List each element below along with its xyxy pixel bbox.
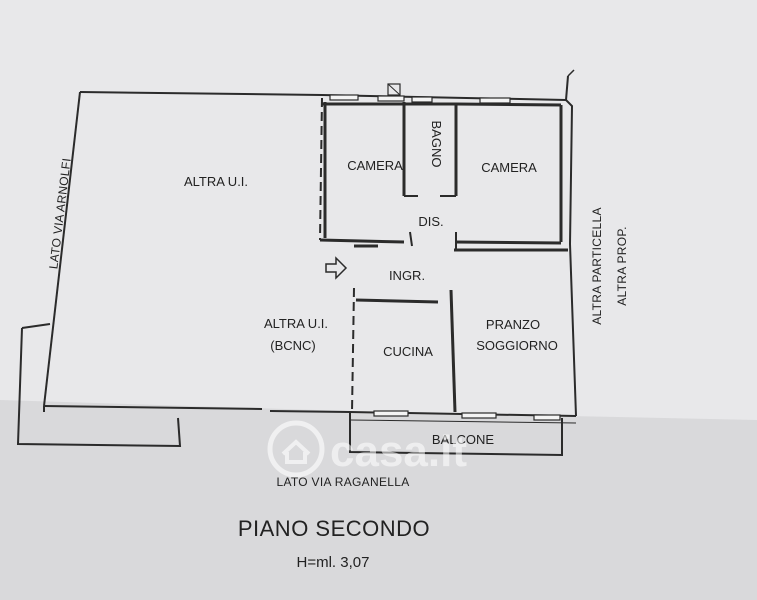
label-balcone: BALCONE — [432, 432, 494, 447]
floor-title: PIANO SECONDO — [238, 516, 430, 541]
watermark-logo-icon — [267, 420, 325, 478]
windows — [329, 94, 561, 421]
label-dis: DIS. — [418, 214, 443, 229]
label-bagno: BAGNO — [429, 121, 444, 168]
label-altra-ui-bcnc-1: ALTRA U.I. — [264, 316, 328, 331]
label-pranzo-2: SOGGIORNO — [476, 338, 558, 353]
label-side-bottom: LATO VIA RAGANELLA — [276, 475, 409, 489]
label-altra-ui-left: ALTRA U.I. — [184, 174, 248, 189]
label-ingr: INGR. — [389, 268, 425, 283]
watermark: casa.it — [267, 420, 467, 478]
label-camera-left: CAMERA — [347, 158, 403, 173]
label-camera-right: CAMERA — [481, 160, 537, 175]
label-side-right-1: ALTRA PARTICELLA — [590, 207, 604, 325]
watermark-text: casa.it — [330, 427, 467, 476]
entrance-arrow-icon — [325, 256, 348, 280]
balcony — [349, 412, 577, 457]
interior-walls — [319, 102, 568, 413]
floor-height: H=ml. 3,07 — [297, 554, 370, 571]
label-side-right-2: ALTRA PROP. — [615, 226, 629, 306]
dashed-boundary — [319, 97, 355, 413]
label-pranzo-1: PRANZO — [486, 317, 540, 332]
label-cucina: CUCINA — [383, 344, 433, 359]
label-altra-ui-bcnc-2: (BCNC) — [270, 338, 316, 353]
vent-icon — [387, 83, 401, 96]
paper-sheet — [0, 0, 757, 420]
